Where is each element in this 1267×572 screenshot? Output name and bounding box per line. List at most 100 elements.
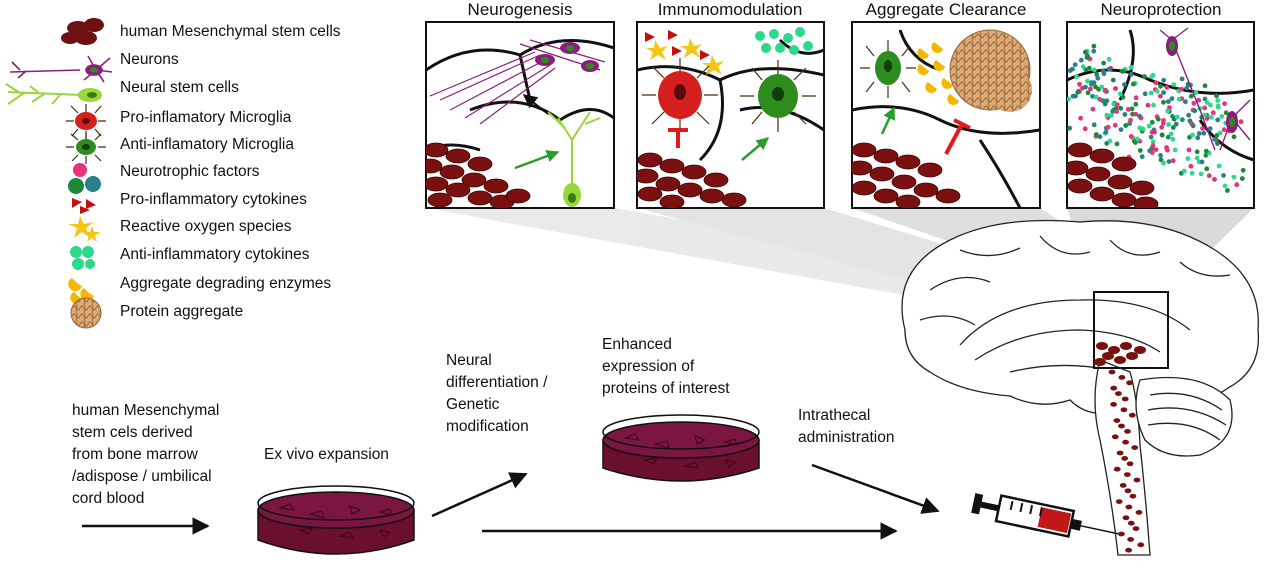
neurotrophic-dot <box>1137 148 1143 153</box>
neurotrophic-dot <box>1084 55 1090 60</box>
neurotrophic-dot <box>1107 66 1113 72</box>
neurotrophic-dot <box>1158 153 1163 158</box>
csf-msc-cell <box>1116 450 1124 456</box>
neurotrophic-dot <box>1085 78 1090 84</box>
neurotrophic-dot <box>1194 155 1200 161</box>
neurotrophic-dot <box>1185 156 1191 162</box>
neurotrophic-dot <box>1191 100 1197 106</box>
neurotrophic-dot <box>1122 82 1127 87</box>
neurotrophic-dot <box>1204 166 1210 172</box>
csf-msc-cell <box>1128 412 1136 418</box>
csf-msc-cell <box>1123 472 1131 477</box>
neurotrophic-dot <box>1102 88 1108 93</box>
neurotrophic-dot <box>1067 96 1071 102</box>
legend-label-anti-cytokines: Anti-inflammatory cytokines <box>120 246 310 263</box>
neurotrophic-dot <box>1207 126 1213 132</box>
neurotrophic-dot <box>1161 118 1166 123</box>
petri-dish-enhanced <box>602 414 760 482</box>
neurotrophic-dot <box>1074 74 1079 79</box>
neurotrophic-dot <box>1238 119 1244 125</box>
neurotrophic-dot <box>1154 88 1160 94</box>
csf-msc-cell <box>1127 537 1134 542</box>
neurotrophic-dot <box>1158 83 1163 89</box>
neurotrophic-dot <box>1219 114 1225 119</box>
neurotrophic-dot <box>1217 130 1223 136</box>
legend-label-pro-cytokines: Pro-inflammatory cytokines <box>120 191 307 208</box>
label-ex-vivo-expansion: Ex vivo expansion <box>264 446 389 463</box>
csf-msc-cell <box>1113 466 1121 472</box>
anti-microglia-cell <box>860 40 916 98</box>
neurotrophic-dot <box>1088 86 1093 92</box>
neurotrophic-dot <box>1159 132 1165 138</box>
neurotrophic-dot <box>1215 98 1221 103</box>
neurotrophic-dot <box>1114 109 1119 114</box>
neurotrophic-dot <box>1202 112 1208 118</box>
anti-microglia-icon <box>66 132 106 164</box>
neurotrophic-dot <box>1202 105 1208 111</box>
neurotrophic-dot <box>1193 90 1199 95</box>
neurotrophic-dot <box>1128 64 1134 70</box>
csf-msc-cell <box>1137 542 1145 548</box>
neurotrophic-dot <box>1168 131 1174 137</box>
neurotrophic-dot <box>1171 82 1177 87</box>
neurotrophic-dot <box>1114 141 1120 147</box>
enzyme-cluster <box>917 42 959 105</box>
neurotrophic-dot <box>1172 147 1178 153</box>
neurotrophic-dot <box>1196 97 1202 103</box>
neuron-icon <box>9 55 113 83</box>
neurotrophic-dot <box>1204 116 1210 121</box>
neurotrophic-dot <box>1105 124 1111 130</box>
protein-aggregate-icon <box>70 297 102 329</box>
neurotrophic-dot <box>1067 125 1072 131</box>
csf-msc-cell <box>1121 396 1129 402</box>
neurotrophic-dot <box>1111 101 1117 107</box>
neurotrophic-dot <box>1093 94 1099 100</box>
neurotrophic-dot <box>1165 108 1171 114</box>
neurotrophic-dot <box>1199 159 1205 165</box>
pro-microglia-cell <box>642 58 718 132</box>
neurotrophic-dot <box>1118 127 1124 132</box>
neurotrophic-dot <box>1186 112 1191 118</box>
neurotrophic-dot <box>1112 122 1118 128</box>
neurotrophic-dot <box>1093 132 1099 137</box>
csf-msc-cell <box>1115 391 1122 396</box>
neurotrophic-dot <box>1094 72 1100 77</box>
neurotrophic-dot <box>1118 105 1124 111</box>
neurotrophic-dot <box>1120 68 1126 74</box>
neurotrophic-dot <box>1179 86 1184 92</box>
neurotrophic-dot <box>1086 65 1092 71</box>
anti-cytokines-icon <box>70 246 95 270</box>
csf-msc-cell <box>1108 369 1116 375</box>
syringe-icon <box>971 493 1119 538</box>
neurotrophic-dot <box>1201 130 1207 136</box>
csf-msc-cell <box>1135 510 1143 515</box>
neurotrophic-dot <box>1208 102 1213 108</box>
ros-icon <box>68 216 100 242</box>
csf-msc-cell <box>1110 385 1118 391</box>
neurotrophic-dot <box>1129 106 1135 112</box>
neurotrophic-dot <box>1165 134 1171 140</box>
neurotrophic-dot <box>1195 135 1201 141</box>
neurotrophic-dot <box>1234 182 1240 188</box>
neurotrophic-dot <box>1204 148 1209 154</box>
neurotrophic-dot <box>1212 177 1217 182</box>
inhibition-mark <box>944 118 971 155</box>
neurotrophic-dot <box>1078 57 1084 63</box>
label-intrathecal-administration: Intrathecal administration <box>798 407 895 446</box>
brain-zoom-box <box>1093 291 1169 369</box>
neurotrophic-dot <box>1170 136 1176 142</box>
neurotrophic-dot <box>1097 96 1103 102</box>
neurotrophic-dot <box>1188 163 1194 169</box>
label-msc-source: human Mesenchymal stem cels derived from… <box>72 402 220 507</box>
neurotrophic-dot <box>1118 91 1123 97</box>
legend <box>5 18 113 329</box>
neurotrophic-dot <box>1083 84 1088 90</box>
neurotrophic-dot <box>1110 108 1116 114</box>
neurotrophic-dot <box>1128 134 1134 139</box>
neurotrophic-dot <box>1173 121 1179 127</box>
csf-cells <box>1108 369 1145 553</box>
neurotrophic-dot <box>1148 134 1154 140</box>
neurotrophic-dot <box>1114 102 1120 108</box>
neurotrophic-dot <box>1149 150 1155 156</box>
neurotrophic-dot <box>1153 147 1159 153</box>
